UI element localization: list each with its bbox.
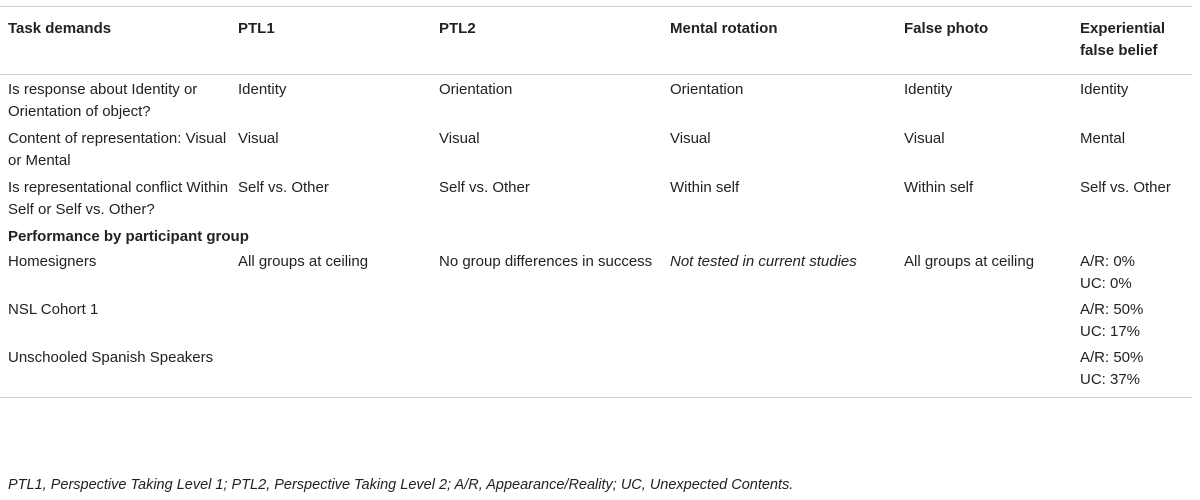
column-header-false-photo: False photo bbox=[896, 6, 1072, 75]
table-cell bbox=[230, 297, 431, 345]
task-demands-table: Task demands PTL1 PTL2 Mental rotation F… bbox=[0, 6, 1192, 398]
row-label: Is response about Identity or Orientatio… bbox=[8, 81, 198, 120]
table-cell: Visual bbox=[439, 130, 480, 147]
section-heading: Performance by participant group bbox=[8, 228, 249, 245]
cell-line: UC: 0% bbox=[1080, 275, 1132, 292]
cell-line: A/R: 50% bbox=[1080, 301, 1144, 318]
table-cell: Within self bbox=[904, 179, 974, 196]
row-label: NSL Cohort 1 bbox=[8, 301, 99, 318]
table-cell: Visual bbox=[238, 130, 279, 147]
cell-line: UC: 17% bbox=[1080, 323, 1141, 340]
cell-line: A/R: 0% bbox=[1080, 253, 1136, 270]
table-cell bbox=[230, 345, 431, 398]
table-cell bbox=[431, 345, 662, 398]
table-cell bbox=[431, 297, 662, 345]
table-cell: Visual bbox=[904, 130, 945, 147]
table-cell: Visual bbox=[670, 130, 711, 147]
table-cell: Orientation bbox=[670, 81, 744, 98]
table-cell: Identity bbox=[1080, 81, 1129, 98]
table-cell bbox=[662, 297, 896, 345]
table-cell bbox=[896, 345, 1072, 398]
table-header-row: Task demands PTL1 PTL2 Mental rotation F… bbox=[0, 6, 1192, 75]
row-label: Homesigners bbox=[8, 253, 97, 270]
table-row: Is response about Identity or Orientatio… bbox=[0, 75, 1192, 126]
column-header-task-demands: Task demands bbox=[0, 6, 230, 75]
table-cell bbox=[662, 345, 896, 398]
column-header-experiential-false-belief: Experiential false belief bbox=[1072, 6, 1192, 75]
table-cell: A/R: 50% UC: 37% bbox=[1072, 345, 1192, 398]
table-cell: Mental bbox=[1080, 130, 1126, 147]
table-cell: Self vs. Other bbox=[1080, 179, 1171, 196]
table-cell: A/R: 50% UC: 17% bbox=[1072, 297, 1192, 345]
table-row: Homesigners All groups at ceiling No gro… bbox=[0, 249, 1192, 297]
table-footnote: PTL1, Perspective Taking Level 1; PTL2, … bbox=[8, 477, 794, 493]
table-cell: Not tested in current studies bbox=[670, 253, 857, 270]
section-heading-row: Performance by participant group bbox=[0, 223, 1192, 249]
table-cell: Identity bbox=[904, 81, 953, 98]
table-cell: Self vs. Other bbox=[238, 179, 329, 196]
table-cell: A/R: 0% UC: 0% bbox=[1072, 249, 1192, 297]
table-cell: Within self bbox=[670, 179, 740, 196]
row-label: Unschooled Spanish Speakers bbox=[0, 345, 230, 398]
column-header-ptl1: PTL1 bbox=[230, 6, 431, 75]
column-header-mental-rotation: Mental rotation bbox=[662, 6, 896, 75]
table-row: NSL Cohort 1 A/R: 50% UC: 17% bbox=[0, 297, 1192, 345]
table-cell: All groups at ceiling bbox=[904, 253, 1035, 270]
table-cell: Orientation bbox=[439, 81, 513, 98]
cell-line: A/R: 50% bbox=[1080, 349, 1144, 366]
table-row: Unschooled Spanish Speakers A/R: 50% UC:… bbox=[0, 345, 1192, 398]
table-row: Is representational conflict Within Self… bbox=[0, 174, 1192, 223]
table-cell: All groups at ceiling bbox=[238, 253, 369, 270]
table-cell: No group differences in success bbox=[439, 253, 653, 270]
column-header-ptl2: PTL2 bbox=[431, 6, 662, 75]
table-cell bbox=[896, 297, 1072, 345]
row-label: Is representational conflict Within Self… bbox=[8, 179, 229, 218]
table-row: Content of representation: Visual or Men… bbox=[0, 125, 1192, 174]
row-label: Content of representation: Visual or Men… bbox=[8, 130, 227, 169]
table-cell: Identity bbox=[238, 81, 287, 98]
table-cell: Self vs. Other bbox=[439, 179, 530, 196]
cell-line: UC: 37% bbox=[1080, 371, 1141, 388]
